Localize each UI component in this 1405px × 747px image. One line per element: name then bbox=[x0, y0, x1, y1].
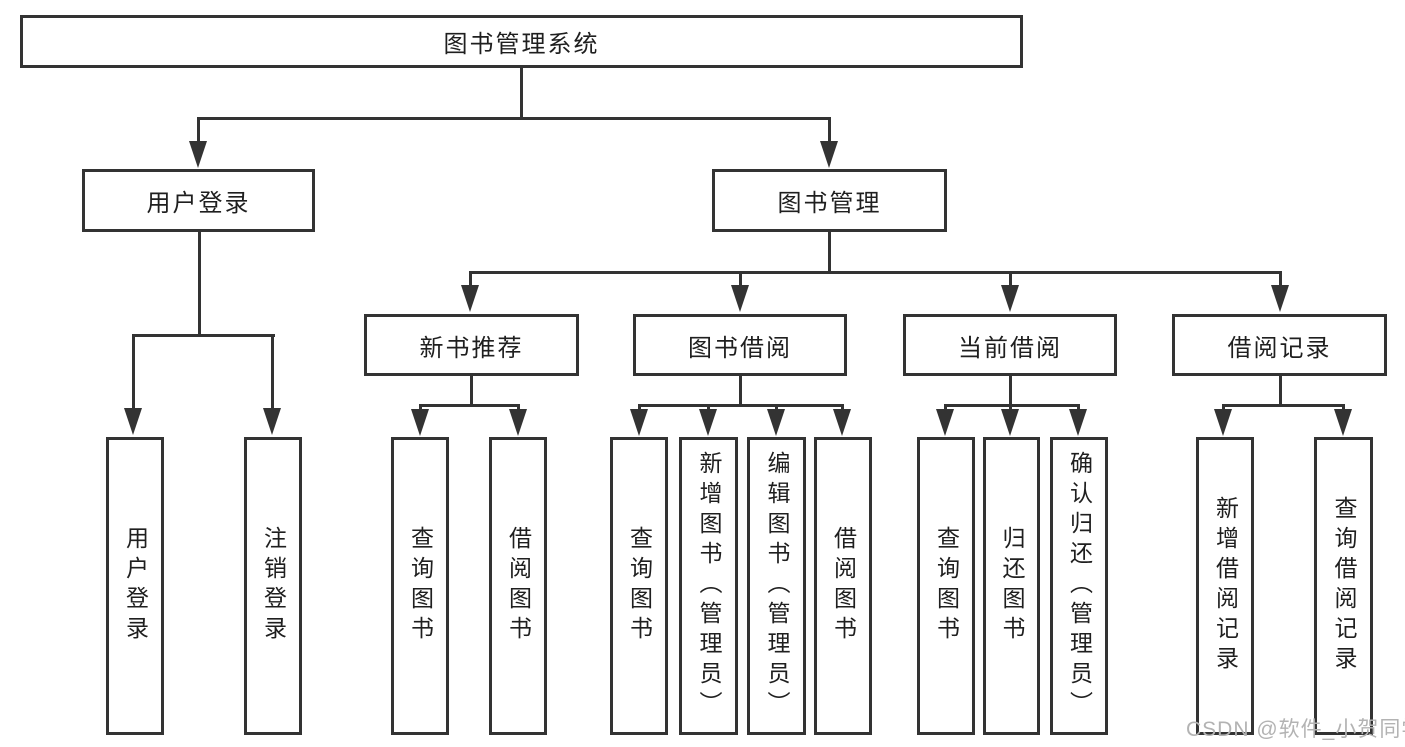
connector-g3-leaf1 bbox=[944, 404, 947, 412]
arrowhead-to-logout-leaf bbox=[263, 408, 281, 435]
leaf-query-borrow-record-label: 查询借阅记录 bbox=[1331, 496, 1357, 676]
leaf-return-book: 归还图书 bbox=[983, 437, 1040, 735]
node-root-label: 图书管理系统 bbox=[443, 31, 600, 58]
connector-g4-leaf1 bbox=[1222, 404, 1225, 412]
connector-g2-leaf3 bbox=[775, 404, 778, 412]
connector-g1-leaf2 bbox=[517, 404, 520, 412]
arrowhead-g3-leaf1 bbox=[936, 409, 954, 436]
node-current-borrowing: 当前借阅 bbox=[903, 314, 1117, 376]
arrowhead-g3-leaf2 bbox=[1001, 409, 1019, 436]
connector-group3-bar bbox=[944, 404, 1080, 407]
connector-group1-bar bbox=[419, 404, 519, 407]
leaf-query-books-3-label: 查询图书 bbox=[933, 526, 960, 646]
arrowhead-g3-leaf3 bbox=[1069, 409, 1087, 436]
arrowhead-g2-leaf2 bbox=[699, 409, 717, 436]
arrowhead-g1-leaf2 bbox=[509, 409, 527, 436]
leaf-add-book-admin-label: 新增图书（管理员） bbox=[696, 451, 722, 721]
connector-to-login-leaf bbox=[132, 334, 135, 410]
connector-level3-bar bbox=[469, 271, 1282, 274]
node-book-management-label: 图书管理 bbox=[777, 190, 882, 217]
leaf-edit-book-admin-label: 编辑图书（管理员） bbox=[764, 451, 790, 721]
arrowhead-to-borrowing-records bbox=[1271, 285, 1289, 312]
connector-group2-bar bbox=[638, 404, 844, 407]
arrowhead-to-current-borrowing bbox=[1001, 285, 1019, 312]
leaf-confirm-return-admin: 确认归还（管理员） bbox=[1050, 437, 1108, 735]
node-borrowing-records: 借阅记录 bbox=[1172, 314, 1387, 376]
arrowhead-to-login-leaf bbox=[124, 408, 142, 435]
connector-g1-leaf1 bbox=[419, 404, 422, 412]
leaf-borrow-books-2-label: 借阅图书 bbox=[830, 526, 857, 646]
leaf-query-books-1-label: 查询图书 bbox=[407, 526, 434, 646]
leaf-confirm-return-admin-label: 确认归还（管理员） bbox=[1066, 451, 1093, 721]
connector-g3-leaf3 bbox=[1077, 404, 1080, 412]
arrowhead-to-user-login bbox=[189, 141, 207, 168]
leaf-query-books-3: 查询图书 bbox=[917, 437, 975, 735]
node-root: 图书管理系统 bbox=[20, 15, 1023, 68]
connector-to-logout-leaf bbox=[271, 334, 274, 410]
arrowhead-to-book-borrowing bbox=[731, 285, 749, 312]
leaf-query-books-2-label: 查询图书 bbox=[626, 526, 653, 646]
connector-management-stem bbox=[828, 232, 831, 274]
connector-group3-stem bbox=[1009, 376, 1012, 406]
connector-to-current-borrowing bbox=[1009, 271, 1012, 288]
connector-login-stem bbox=[198, 232, 201, 336]
leaf-query-books-1: 查询图书 bbox=[391, 437, 449, 735]
leaf-query-books-2: 查询图书 bbox=[610, 437, 668, 735]
node-user-login: 用户登录 bbox=[82, 169, 315, 232]
node-new-book-recommendation: 新书推荐 bbox=[364, 314, 579, 376]
connector-root-stem bbox=[520, 66, 523, 118]
node-borrowing-records-label: 借阅记录 bbox=[1227, 334, 1332, 362]
arrowhead-g2-leaf1 bbox=[630, 409, 648, 436]
connector-g4-leaf2 bbox=[1342, 404, 1345, 412]
arrowhead-g2-leaf4 bbox=[833, 409, 851, 436]
connector-to-user-login bbox=[197, 117, 200, 145]
connector-group1-stem bbox=[470, 376, 473, 406]
leaf-edit-book-admin: 编辑图书（管理员） bbox=[747, 437, 806, 735]
node-book-borrowing: 图书借阅 bbox=[633, 314, 847, 376]
leaf-user-login: 用户登录 bbox=[106, 437, 164, 735]
node-current-borrowing-label: 当前借阅 bbox=[958, 334, 1062, 362]
arrowhead-g2-leaf3 bbox=[767, 409, 785, 436]
connector-group4-bar bbox=[1222, 404, 1344, 407]
arrowhead-g1-leaf1 bbox=[411, 409, 429, 436]
leaf-add-borrow-record: 新增借阅记录 bbox=[1196, 437, 1254, 735]
arrowhead-g4-leaf1 bbox=[1214, 409, 1232, 436]
csdn-watermark: CSDN @软件_小贺同学 bbox=[1186, 718, 1405, 741]
node-book-borrowing-label: 图书借阅 bbox=[688, 334, 792, 362]
node-book-management: 图书管理 bbox=[712, 169, 947, 232]
connector-to-new-book bbox=[469, 271, 472, 288]
leaf-logout-label: 注销登录 bbox=[260, 526, 287, 646]
arrowhead-to-book-management bbox=[820, 141, 838, 168]
connector-to-book-management bbox=[828, 117, 831, 145]
connector-to-book-borrowing bbox=[739, 271, 742, 288]
connector-g2-leaf4 bbox=[841, 404, 844, 412]
arrowhead-to-new-book bbox=[461, 285, 479, 312]
connector-g3-leaf2 bbox=[1009, 404, 1012, 412]
leaf-return-book-label: 归还图书 bbox=[999, 526, 1025, 646]
connector-level2-bar bbox=[197, 117, 831, 120]
leaf-borrow-books-2: 借阅图书 bbox=[814, 437, 872, 735]
connector-login-bar bbox=[132, 334, 275, 337]
leaf-add-book-admin: 新增图书（管理员） bbox=[679, 437, 738, 735]
leaf-borrow-books-1: 借阅图书 bbox=[489, 437, 547, 735]
node-user-login-label: 用户登录 bbox=[146, 190, 251, 217]
leaf-logout: 注销登录 bbox=[244, 437, 302, 735]
connector-g2-leaf1 bbox=[638, 404, 641, 412]
connector-group2-stem bbox=[739, 376, 742, 406]
connector-to-borrowing-records bbox=[1279, 271, 1282, 288]
connector-g2-leaf2 bbox=[707, 404, 710, 412]
leaf-query-borrow-record: 查询借阅记录 bbox=[1314, 437, 1373, 735]
leaf-add-borrow-record-label: 新增借阅记录 bbox=[1212, 496, 1239, 676]
node-new-book-recommendation-label: 新书推荐 bbox=[419, 334, 524, 362]
connector-group4-stem bbox=[1279, 376, 1282, 406]
leaf-user-login-label: 用户登录 bbox=[122, 526, 149, 646]
leaf-borrow-books-1-label: 借阅图书 bbox=[505, 526, 532, 646]
arrowhead-g4-leaf2 bbox=[1334, 409, 1352, 436]
